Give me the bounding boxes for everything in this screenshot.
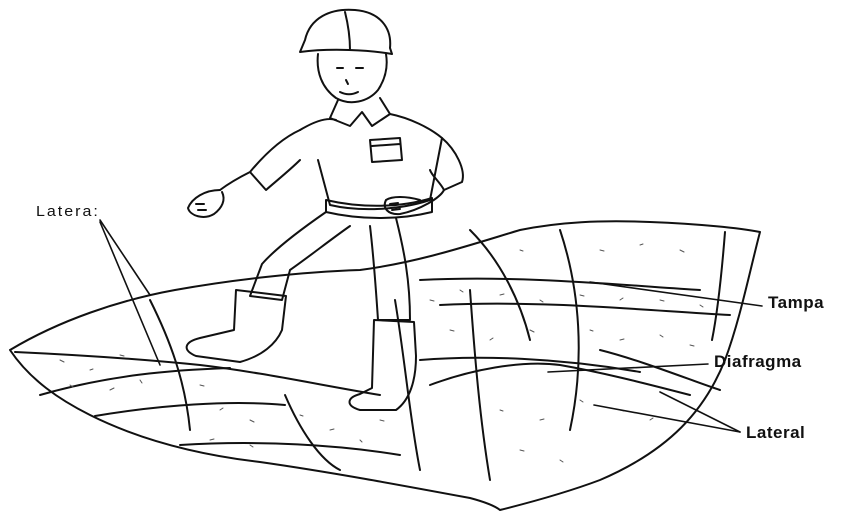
mat-seam (470, 290, 490, 480)
label-tampa: Tampa (768, 293, 824, 313)
mat-seam (600, 350, 720, 390)
leader-lateral-1 (660, 392, 740, 432)
mat-seam (180, 443, 400, 455)
mat-seam (470, 230, 530, 340)
leader-tampa (590, 282, 762, 306)
label-lateral-right: Lateral (746, 423, 805, 443)
leader-lateral-2 (594, 405, 740, 432)
label-diafragma: Diafragma (714, 352, 802, 372)
mat-seam (420, 358, 640, 372)
left-leg (250, 212, 350, 300)
leader-left-1 (100, 220, 150, 295)
leader-left-2 (100, 222, 160, 365)
mat-seam (440, 304, 730, 315)
mat-seam (15, 352, 380, 395)
mat-seam (420, 279, 700, 290)
mat-seam (150, 300, 190, 430)
mat-seam (40, 368, 230, 395)
mat-seam (285, 395, 340, 470)
mat-seam (95, 403, 285, 416)
mat-seam (560, 230, 579, 430)
diaphragm-line (430, 364, 690, 395)
left-boot (187, 290, 286, 362)
label-lateral-left: Latera: (36, 203, 100, 220)
mat-seam (395, 300, 420, 470)
leader-lines (100, 220, 762, 432)
mat-sheet (10, 221, 760, 510)
right-arm (430, 138, 463, 190)
left-fist (188, 190, 224, 217)
worker-figure (187, 10, 463, 410)
right-leg (370, 218, 410, 320)
left-arm (220, 130, 300, 190)
fill-texture (60, 244, 703, 462)
mat-outline (10, 221, 760, 510)
mat-seam (712, 232, 725, 340)
shirt-pocket (370, 138, 402, 162)
right-boot (350, 320, 417, 410)
